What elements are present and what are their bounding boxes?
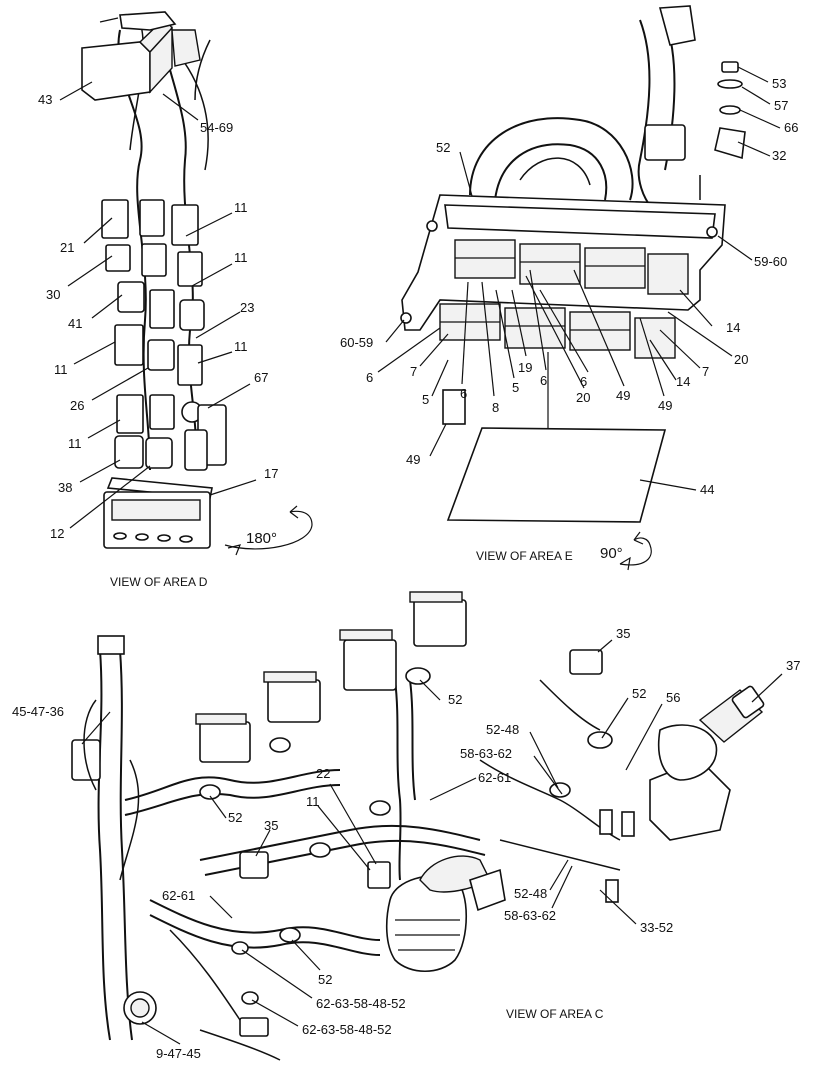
rotation-label: 90° [600,545,623,562]
part-label: 6 [540,373,547,388]
area-e-labels: 53 57 66 32 52 59-60 60-59 14 20 6 7 6 8… [340,76,798,563]
part-label: 57 [774,98,788,113]
part-label: 52 [448,692,462,707]
part-label: 20 [734,352,748,367]
part-label: 5 [512,380,519,395]
part-label: 45-47-36 [12,704,64,719]
part-label: 58-63-62 [460,746,512,761]
area-c-leaders [81,639,783,1045]
area-d-illustration [81,11,313,556]
part-label: 7 [410,364,417,379]
connector-3 [339,629,397,691]
part-label: 35 [616,626,630,641]
part-label: 52-48 [486,722,519,737]
part-label: 49 [406,452,420,467]
part-label: 6 [366,370,373,385]
part-label: 5 [422,392,429,407]
part-label: 67 [254,370,268,385]
part-label: 53 [772,76,786,91]
view-caption: VIEW OF AREA C [506,1007,604,1021]
part-label: 52 [436,140,450,155]
area-c-labels: 35 37 52 56 45-47-36 52 52-48 58-63-62 6… [12,626,800,1061]
part-label: 12 [50,526,64,541]
part-label: 19 [518,360,532,375]
part-label: 30 [46,287,60,302]
part-label: 62-61 [162,888,195,903]
part-label: 52-48 [514,886,547,901]
part-label: 49 [616,388,630,403]
part-label: 66 [784,120,798,135]
part-label: 14 [676,374,690,389]
part-label: 26 [70,398,84,413]
part-label: 6 [580,374,587,389]
part-label: 52 [318,972,332,987]
part-label: 17 [264,466,278,481]
part-label: 62-61 [478,770,511,785]
joystick-right [649,685,765,841]
area-d-leaders [59,81,257,529]
area-c-illustration [71,591,765,1061]
part-label: 43 [38,92,52,107]
part-label: 9-47-45 [156,1046,201,1061]
part-label: 35 [264,818,278,833]
connector-4 [409,591,467,647]
part-label: 37 [786,658,800,673]
area-e-leaders [377,66,781,491]
joystick-center [385,855,506,972]
part-label: 11 [234,250,248,265]
part-label: 23 [240,300,254,315]
connector-1 [195,713,251,763]
part-label: 11 [68,436,82,451]
area-e-illustration [400,5,746,571]
part-label: 52 [632,686,646,701]
view-caption: VIEW OF AREA E [476,549,573,563]
part-label: 44 [700,482,714,497]
connector-2 [263,671,321,723]
part-label: 6 [460,386,467,401]
part-label: 62-63-58-48-52 [302,1022,392,1037]
part-label: 8 [492,400,499,415]
part-label: 11 [306,794,320,809]
part-label: 21 [60,240,74,255]
part-label: 58-63-62 [504,908,556,923]
part-label: 60-59 [340,335,373,350]
part-label: 33-52 [640,920,673,935]
part-label: 59-60 [754,254,787,269]
view-caption: VIEW OF AREA D [110,575,208,589]
part-label: 11 [54,362,68,377]
part-label: 11 [234,200,248,215]
part-label: 11 [234,339,248,354]
part-label: 62-63-58-48-52 [316,996,406,1011]
part-label: 20 [576,390,590,405]
rotation-label: 180° [246,530,277,547]
area-d-labels: 43 54-69 11 21 11 30 41 23 11 11 67 26 1… [38,92,278,589]
part-label: 32 [772,148,786,163]
part-label: 38 [58,480,72,495]
part-label: 7 [702,364,709,379]
part-label: 22 [316,766,330,781]
part-label: 14 [726,320,740,335]
part-label: 56 [666,690,680,705]
part-label: 41 [68,316,82,331]
part-label: 52 [228,810,242,825]
part-label: 54-69 [200,120,233,135]
part-label: 49 [658,398,672,413]
